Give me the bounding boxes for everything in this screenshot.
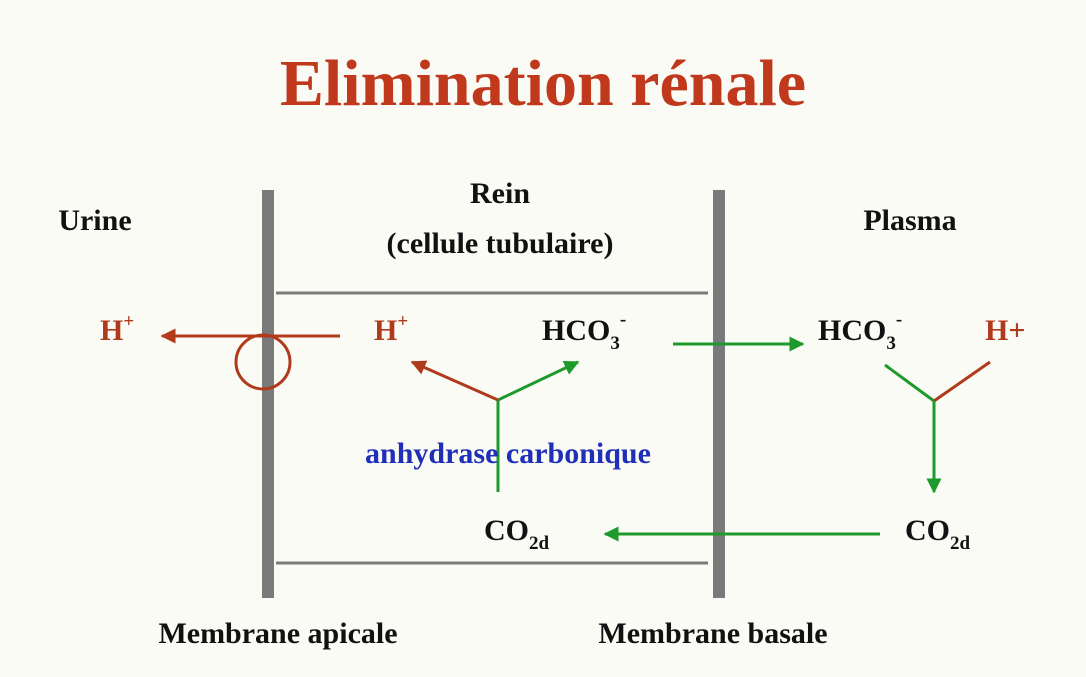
cell-bicarbonate-label: HCO3- [542, 309, 626, 354]
urine-proton-label: H+ [100, 311, 134, 347]
plasma-bicarbonate-label: HCO3- [818, 309, 902, 354]
page-title: Elimination rénale [280, 47, 806, 120]
basal-membrane-label: Membrane basale [598, 617, 827, 650]
enzyme-label: anhydrase carbonique [365, 437, 651, 470]
region-label-rein-subtitle: (cellule tubulaire) [387, 227, 614, 260]
junction-to-h-arrow [410, 360, 499, 402]
plasma-co2-label: CO2d [905, 514, 971, 554]
plasma-h-branch [933, 360, 991, 403]
plasma-proton-label: H+ [985, 314, 1025, 347]
cell-proton-label: H+ [374, 311, 408, 347]
apical-membrane-label: Membrane apicale [158, 617, 397, 650]
junction-to-hco3-arrow [497, 360, 580, 402]
region-label-rein: Rein [470, 177, 530, 210]
region-label-plasma: Plasma [863, 204, 956, 237]
cell-co2-label: CO2d [484, 514, 550, 554]
region-label-urine: Urine [58, 204, 131, 237]
plasma-hco3-branch [884, 363, 935, 403]
